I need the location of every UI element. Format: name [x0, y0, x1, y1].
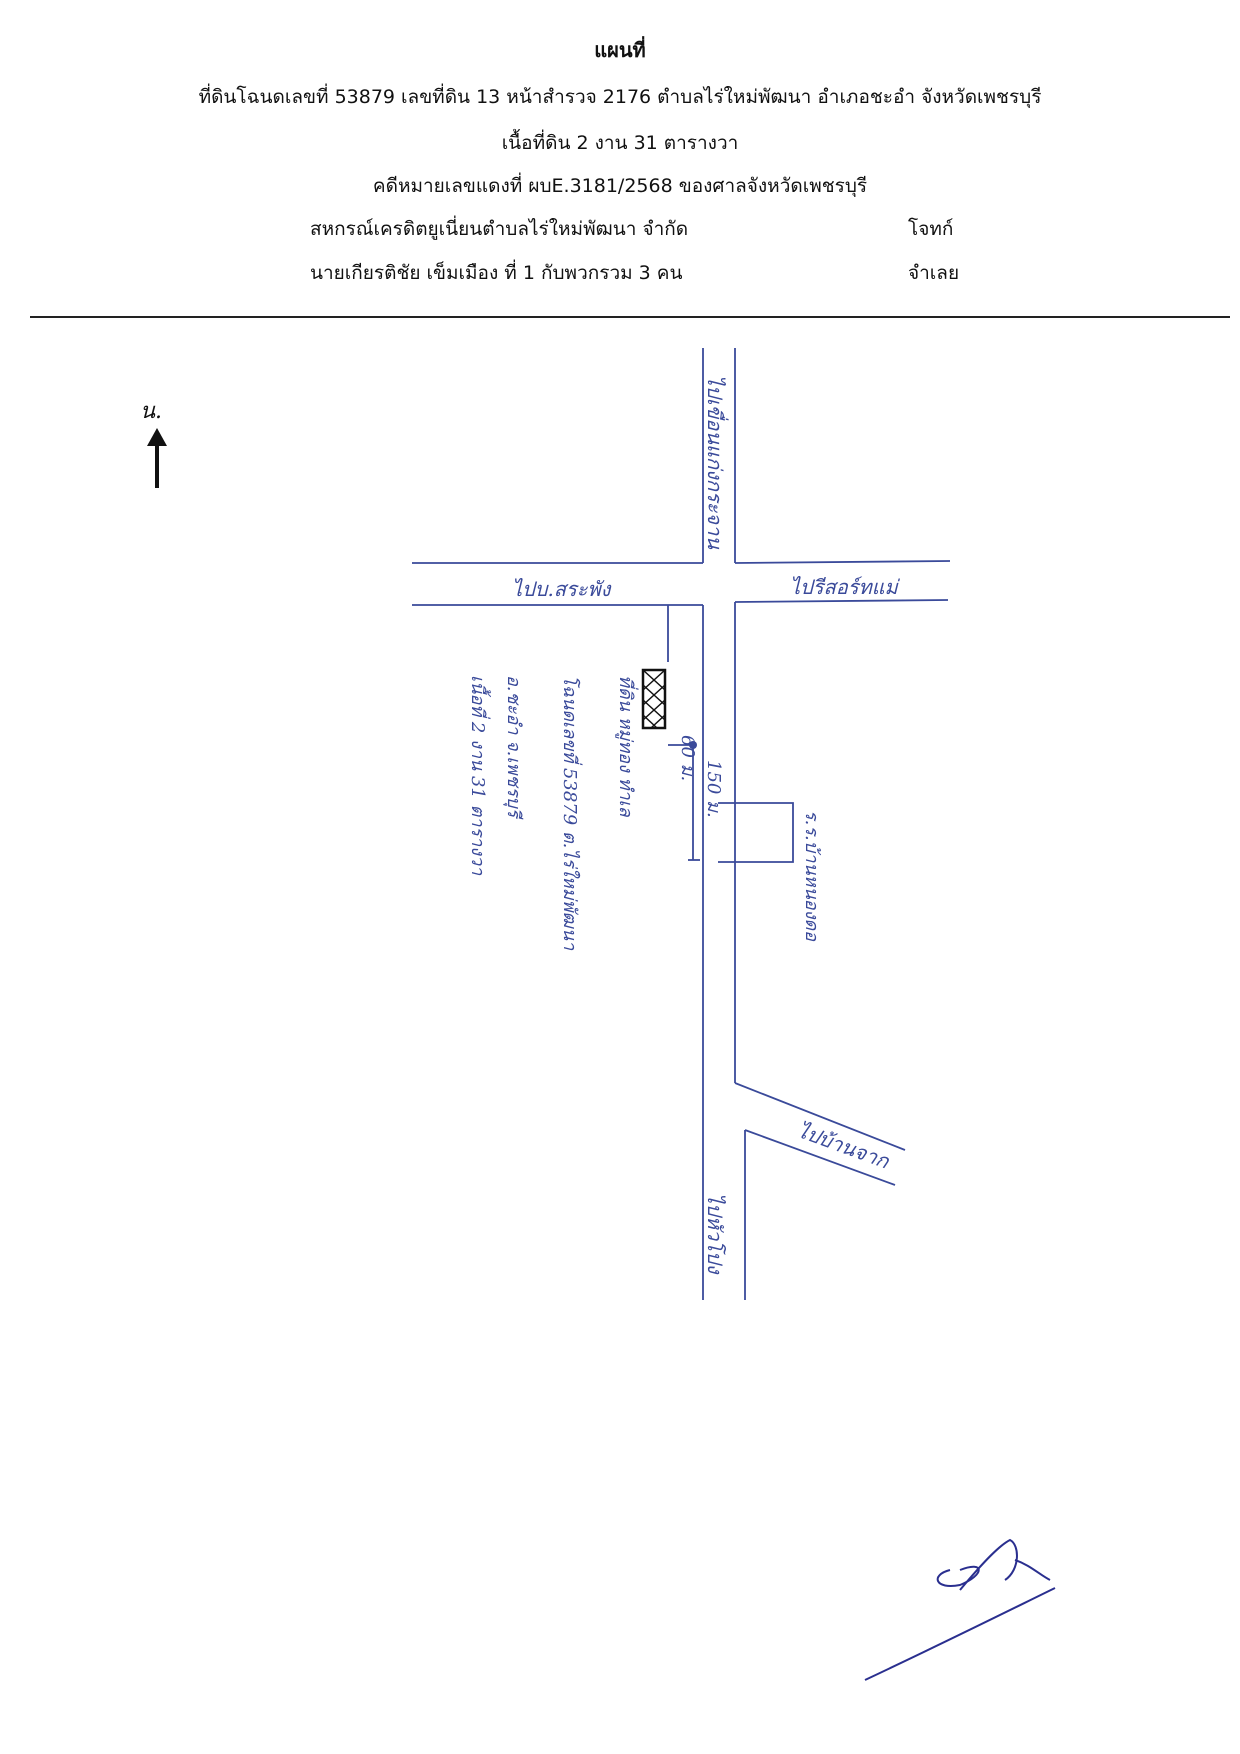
road-east-label: ไปรีสอร์ทแม่: [790, 575, 901, 599]
case-number: คดีหมายเลขแดงที่ ผบE.3181/2568 ของศาลจัง…: [372, 175, 868, 197]
road-north-label: ไปเขื่อนแก่งกระจาน: [703, 375, 729, 550]
distance-marker: [689, 741, 697, 749]
school-label: ร.ร.บ้านหนองดอ: [801, 810, 822, 942]
subject-parcel: [641, 668, 667, 730]
land-area: เนื้อที่ดิน 2 งาน 31 ตารางวา: [501, 132, 739, 154]
school-plot: [718, 802, 794, 863]
header-divider: [30, 316, 1230, 318]
land-deed-description: ที่ดินโฉนดเลขที่ 53879 เลขที่ดิน 13 หน้า…: [198, 86, 1042, 108]
parcel-line-1: ที่ดิน หมู่ทอง ทำเล: [615, 675, 639, 818]
signature: [864, 1538, 1056, 1681]
road-network: [412, 348, 951, 1300]
road-east-bottom-edge: [734, 599, 949, 603]
road-southeast-top-edge: [734, 1082, 906, 1151]
parcel-line-2: โฉนดเลขที่ 53879 ต.ไร่ใหม่พัฒนา: [559, 675, 583, 951]
road-east-top-edge: [734, 560, 951, 564]
defendant-role: จำเลย: [908, 262, 960, 284]
plaintiff-role: โจทก์: [908, 218, 954, 240]
defendant-name: นายเกียรติชัย เข็มเมือง ที่ 1 กับพวกรวม …: [310, 262, 683, 284]
plaintiff-name: สหกรณ์เครดิตยูเนี่ยนตำบลไร่ใหม่พัฒนา จำก…: [310, 218, 689, 240]
parcel-line-4: เนื้อที่ 2 งาน 31 ตารางวา: [467, 675, 492, 876]
distance-main-label: 150 ม.: [703, 760, 724, 818]
road-southeast-bottom-edge: [744, 1129, 896, 1186]
parcel-line-3: อ.ชะอำ จ.เพชรบุรี: [503, 675, 524, 820]
north-label: น.: [140, 399, 162, 424]
road-south-label: ไปหัวโปง: [703, 1193, 727, 1275]
page-title: แผนที่: [594, 38, 646, 62]
road-west-label: ไปบ.สระพัง: [512, 577, 612, 601]
distance-small-label: 60 ม.: [677, 735, 698, 781]
north-arrow-icon: [147, 428, 167, 488]
